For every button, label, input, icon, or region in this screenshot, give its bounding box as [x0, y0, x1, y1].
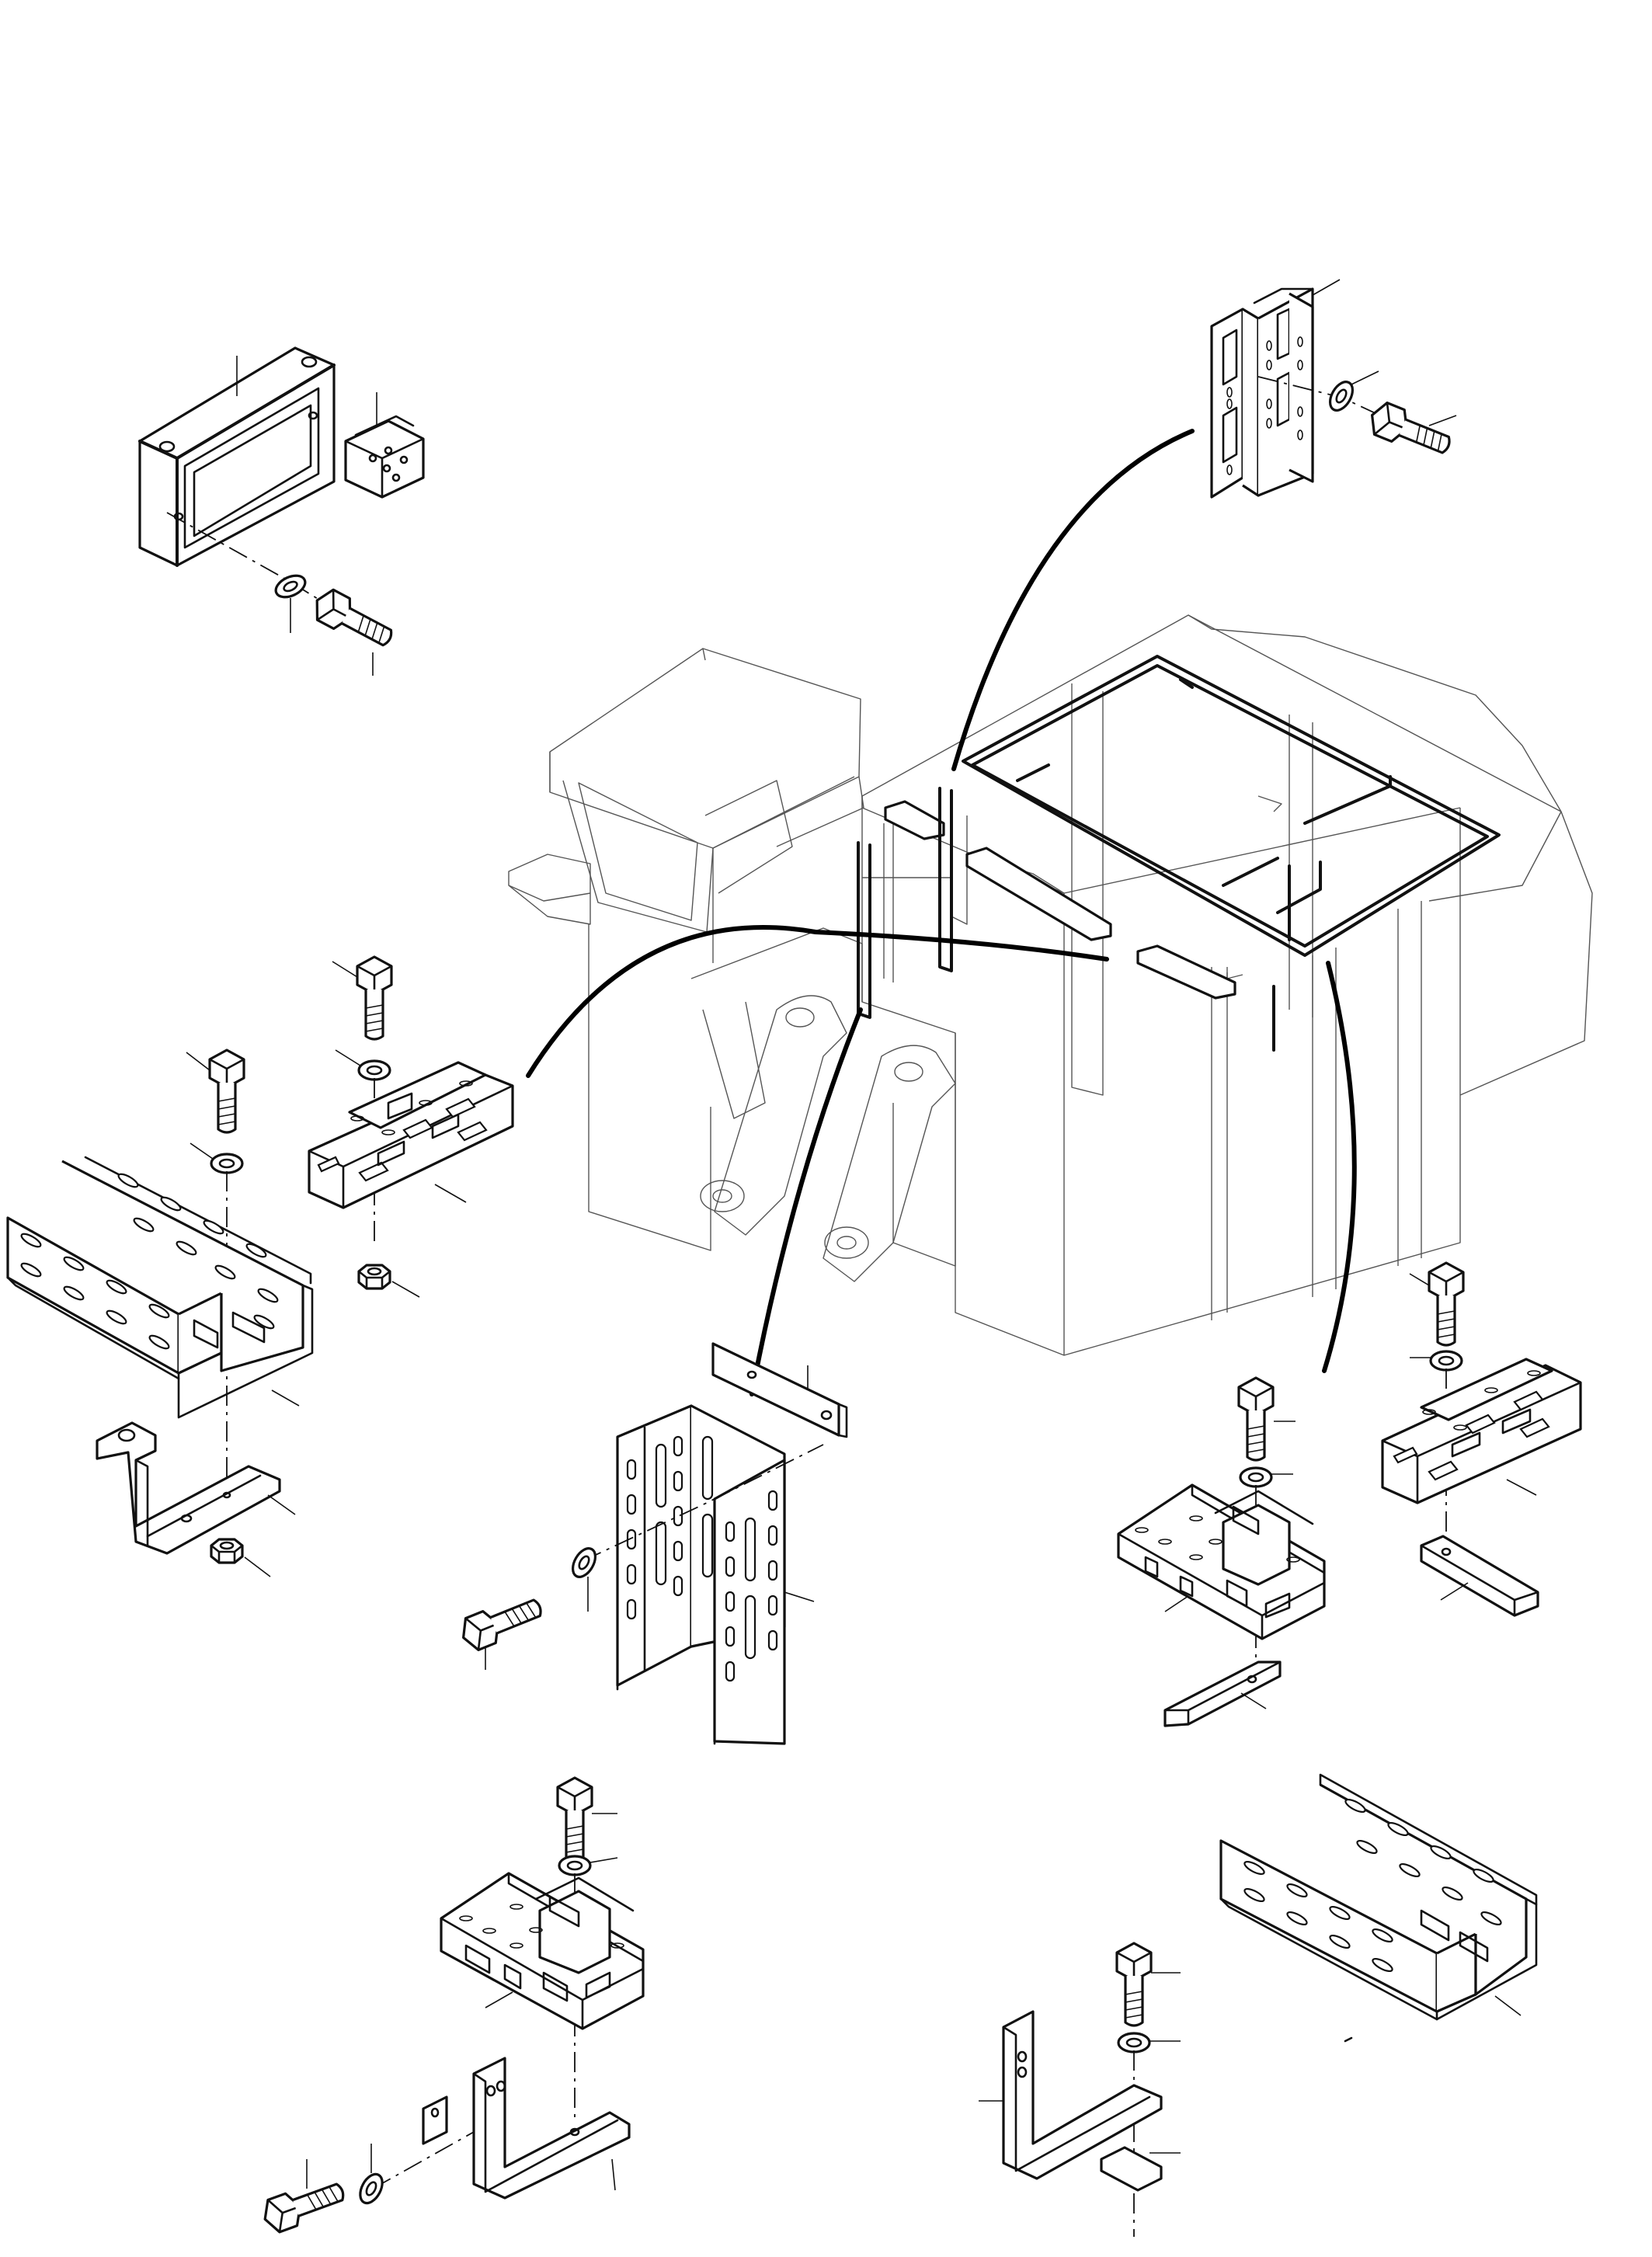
- bolt-icon: [1237, 1376, 1275, 1462]
- plate-right-mid: [1163, 1661, 1282, 1727]
- machine-body: [508, 614, 1593, 1356]
- bolt-icon: [455, 1589, 548, 1655]
- bolt-rack-top: [1364, 398, 1456, 464]
- cable-tray-upper-left: [308, 1061, 514, 1209]
- bolt-gland: [308, 584, 399, 656]
- washer-icon: [567, 1543, 601, 1582]
- small-plate-bottom-center: [422, 2095, 448, 2145]
- flat-plate-center: [711, 1342, 848, 1438]
- washer-icon: [354, 2169, 388, 2208]
- washer-icon: [210, 1153, 244, 1174]
- cable-tray-bracket-left: [96, 1421, 296, 1555]
- cable-tray-left: [6, 1156, 314, 1419]
- bolt-bottom-center: [258, 2173, 350, 2237]
- cable-tray-bracket-bottom-right: [979, 2010, 1163, 2180]
- washer-icon: [1429, 1350, 1463, 1372]
- washer-icon: [558, 1855, 592, 1876]
- bolt-icon: [356, 955, 393, 1041]
- plate-right-upper: [1420, 1535, 1539, 1617]
- nut-icon: [357, 1264, 391, 1290]
- vertical-rack-center: [616, 1404, 815, 1745]
- washer-icon: [1117, 2032, 1151, 2054]
- washer-icon: [271, 570, 310, 603]
- cable-tray-right-mid: [1117, 1483, 1326, 1640]
- callout-curves: [526, 429, 1357, 1396]
- vertical-cable-rack-top: [1210, 279, 1341, 499]
- cable-tray-bracket-bottom-center: [472, 2057, 631, 2200]
- bolt-icon: [1364, 398, 1456, 464]
- washer-icon: [357, 1059, 391, 1081]
- bolt-icon: [258, 2173, 350, 2237]
- bolt-icon: [208, 1049, 245, 1134]
- washer-icon: [1239, 1466, 1273, 1488]
- cable-gland-frame: [138, 346, 336, 567]
- cable-tray-right-upper: [1381, 1358, 1582, 1504]
- cable-tray-bottom-right: [1219, 1773, 1538, 2021]
- cable-tray-bottom-center: [440, 1872, 645, 2030]
- bolt-center-rack: [455, 1589, 548, 1655]
- bolt-icon: [556, 1776, 593, 1862]
- small-plate-bottom-right: [1100, 2146, 1181, 2192]
- bolt-icon: [308, 584, 399, 656]
- cable-gland-insert: [344, 392, 425, 499]
- bolt-icon: [1115, 1942, 1153, 2027]
- bolt-icon: [1428, 1261, 1465, 1347]
- nut-icon: [210, 1538, 244, 1564]
